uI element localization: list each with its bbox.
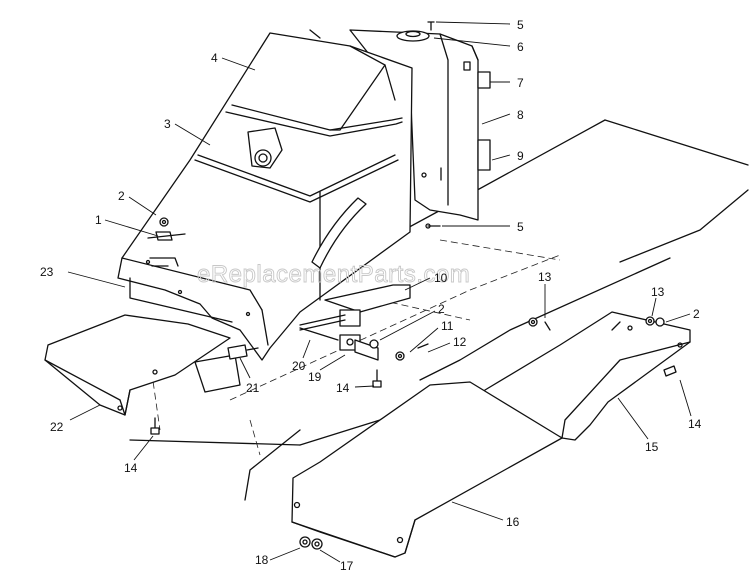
callout-16: 16 <box>506 515 520 529</box>
callout-8: 8 <box>517 108 524 122</box>
engine-hood <box>117 29 413 361</box>
callout-labels: 5 6 7 8 9 5 4 3 2 1 23 10 13 13 2 2 11 1… <box>40 18 702 573</box>
leader-lines <box>67 21 692 563</box>
screw-lower <box>425 223 441 229</box>
callout-12: 12 <box>453 335 467 349</box>
callout-20: 20 <box>292 359 306 373</box>
callout-3: 3 <box>164 117 171 131</box>
lift-handle <box>299 284 411 331</box>
callout-18: 18 <box>255 553 269 567</box>
callout-19: 19 <box>308 370 322 384</box>
callout-14-right: 14 <box>688 417 702 431</box>
front-guard <box>291 381 563 558</box>
bolt-right <box>663 365 677 377</box>
callout-17: 17 <box>340 559 354 573</box>
bolt-center <box>372 369 382 388</box>
nut-2-center <box>369 339 379 349</box>
callout-4: 4 <box>211 51 218 65</box>
rear-panel <box>349 29 491 221</box>
nut-11 <box>395 351 405 361</box>
pin-12 <box>417 343 429 349</box>
callout-23: 23 <box>40 265 54 279</box>
callout-15: 15 <box>645 440 659 454</box>
callout-10: 10 <box>434 271 448 285</box>
rear-cover <box>479 311 691 441</box>
washer-right-13 <box>528 317 551 331</box>
callout-11: 11 <box>441 319 454 333</box>
washer-far-right <box>645 316 665 327</box>
side-deflector <box>44 314 231 416</box>
callout-2-center: 2 <box>438 302 445 316</box>
callout-2-right: 2 <box>693 307 700 321</box>
callout-13-right: 13 <box>651 285 665 299</box>
callout-9: 9 <box>517 149 524 163</box>
pivot-bolt <box>227 344 259 360</box>
callout-22: 22 <box>50 420 64 434</box>
callout-5: 5 <box>517 18 524 32</box>
callout-7: 7 <box>517 76 524 90</box>
knob <box>396 30 430 42</box>
callout-2-left: 2 <box>118 189 125 203</box>
callout-5-lower: 5 <box>517 220 524 234</box>
latch-bracket <box>299 327 379 361</box>
callout-13-center: 13 <box>538 270 552 284</box>
watermark-text: eReplacementParts.com <box>197 261 470 288</box>
screw <box>427 21 435 31</box>
callout-14-center: 14 <box>336 381 350 395</box>
callout-14-left: 14 <box>124 461 138 475</box>
callout-21: 21 <box>246 381 260 395</box>
nut-17-18 <box>299 536 323 550</box>
hood-nut <box>145 217 186 265</box>
bolt-left <box>150 417 160 435</box>
callout-1: 1 <box>95 213 102 227</box>
callout-6: 6 <box>517 40 524 54</box>
